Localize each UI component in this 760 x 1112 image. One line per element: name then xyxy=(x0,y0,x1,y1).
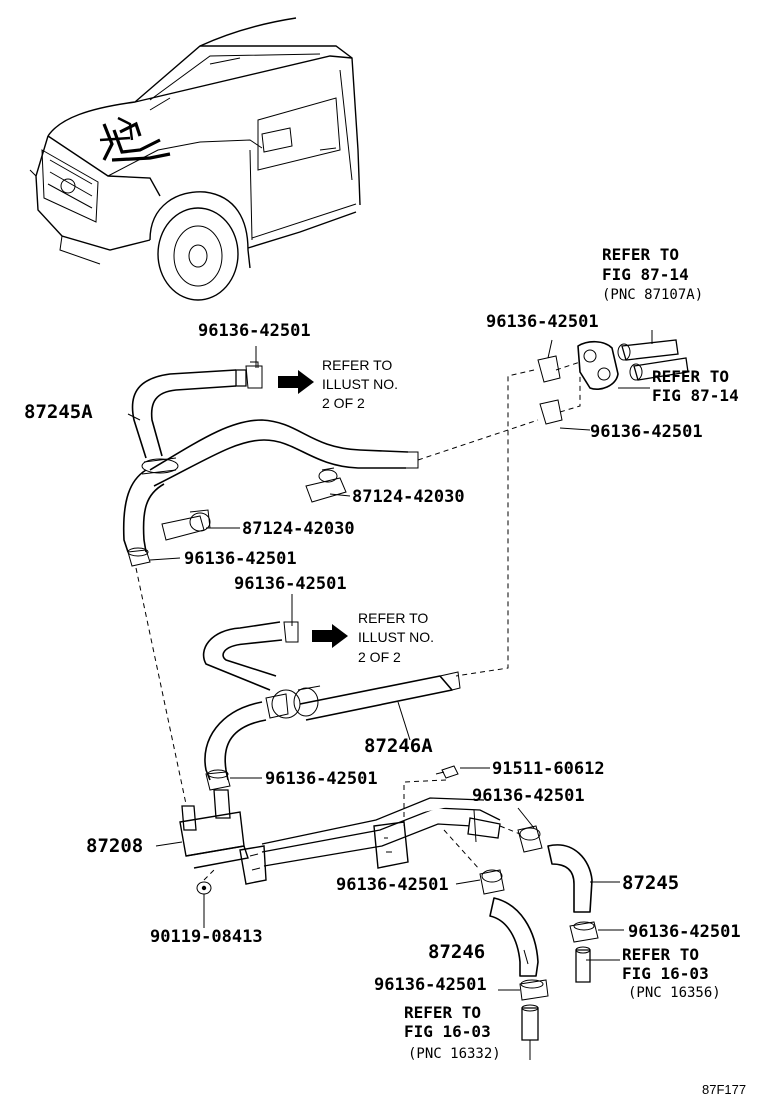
part-label-clip-lower: 87124-42030 xyxy=(242,519,355,539)
dash-grommet xyxy=(203,867,217,881)
clip-87124-lower-drawing xyxy=(161,509,211,541)
refer-fig-right-line2: FIG 87-14 xyxy=(652,386,739,405)
refer-illust-2-line1: REFER TO xyxy=(358,610,428,626)
dash-right-hose xyxy=(499,825,521,835)
clamp-label-2: 96136-42501 xyxy=(486,312,599,332)
hose-87245A-drawing xyxy=(122,369,419,553)
pipe-assembly-drawing xyxy=(261,797,501,869)
clamp-drawing-upper-left xyxy=(245,361,263,389)
leader-lines xyxy=(127,330,653,1060)
figure-code: 87F177 xyxy=(702,1082,746,1097)
bolt-drawing xyxy=(435,765,459,779)
refer-illust-2-line2: ILLUST NO. xyxy=(358,629,434,645)
clamp-label-10: 96136-42501 xyxy=(374,975,487,995)
part-label-87208: 87208 xyxy=(86,835,143,857)
clamp-label-1: 96136-42501 xyxy=(198,321,311,341)
part-label-87246A: 87246A xyxy=(364,735,433,757)
arrow-refer-illust-1 xyxy=(278,370,314,394)
part-label-grommet: 90119-08413 xyxy=(150,927,263,947)
clamp-label-8: 96136-42501 xyxy=(336,875,449,895)
vehicle-illustration xyxy=(29,17,361,301)
refer-fig-br-line2: FIG 16-03 xyxy=(622,964,709,983)
part-label-bolt: 91511-60612 xyxy=(492,759,605,779)
clamp-label-7: 96136-42501 xyxy=(472,786,585,806)
dash-stub-vertical xyxy=(455,369,535,677)
clip-87124-upper-drawing xyxy=(305,467,347,503)
refer-illust-1-line3: 2 OF 2 xyxy=(322,395,365,411)
arrow-refer-illust-2 xyxy=(312,624,348,648)
refer-fig-bl-line2: FIG 16-03 xyxy=(404,1022,491,1041)
clamp-drawing-left-1 xyxy=(127,547,151,567)
part-label-87245: 87245 xyxy=(622,872,679,894)
refer-illust-1-line1: REFER TO xyxy=(322,357,392,373)
hose-87246-drawing xyxy=(479,869,549,1041)
dash-hose-to-clamp-r1 xyxy=(417,419,539,461)
dash-left-vertical xyxy=(135,567,187,805)
refer-fig-br-pnc: (PNC 16356) xyxy=(628,985,721,1001)
clamp-label-5: 96136-42501 xyxy=(234,574,347,594)
dash-clamp-to-stub-1 xyxy=(555,361,581,371)
clamp-label-6: 96136-42501 xyxy=(265,769,378,789)
refer-fig-bl-pnc: (PNC 16332) xyxy=(408,1046,501,1062)
dash-clamp-to-stub-2 xyxy=(559,372,581,413)
clamp-label-9: 96136-42501 xyxy=(628,922,741,942)
refer-illust-1-line2: ILLUST NO. xyxy=(322,376,398,392)
clamp-label-4: 96136-42501 xyxy=(184,549,297,569)
clamp-drawing-mid-lower xyxy=(205,769,231,791)
refer-fig-top-pnc: (PNC 87107A) xyxy=(602,287,703,303)
refer-fig-top-line2: FIG 87-14 xyxy=(602,265,689,284)
hose-87245-drawing xyxy=(517,825,599,983)
grommet-drawing xyxy=(196,881,212,895)
refer-illust-2-line3: 2 OF 2 xyxy=(358,649,401,665)
part-label-87245A: 87245A xyxy=(24,401,93,423)
refer-fig-top-line1: REFER TO xyxy=(602,245,679,264)
hose-87246A-drawing xyxy=(202,621,461,781)
heater-pipe-stub-drawing xyxy=(577,339,689,390)
refer-fig-br-line1: REFER TO xyxy=(622,945,699,964)
refer-fig-bl-line1: REFER TO xyxy=(404,1003,481,1022)
clamp-drawing-mid-upper xyxy=(283,621,299,643)
clamp-label-3: 96136-42501 xyxy=(590,422,703,442)
valve-87208-drawing xyxy=(179,789,267,885)
refer-fig-right-line1: REFER TO xyxy=(652,367,729,386)
part-label-87246: 87246 xyxy=(428,941,485,963)
part-label-clip-upper: 87124-42030 xyxy=(352,487,465,507)
clamp-drawing-upper-right xyxy=(537,355,563,425)
